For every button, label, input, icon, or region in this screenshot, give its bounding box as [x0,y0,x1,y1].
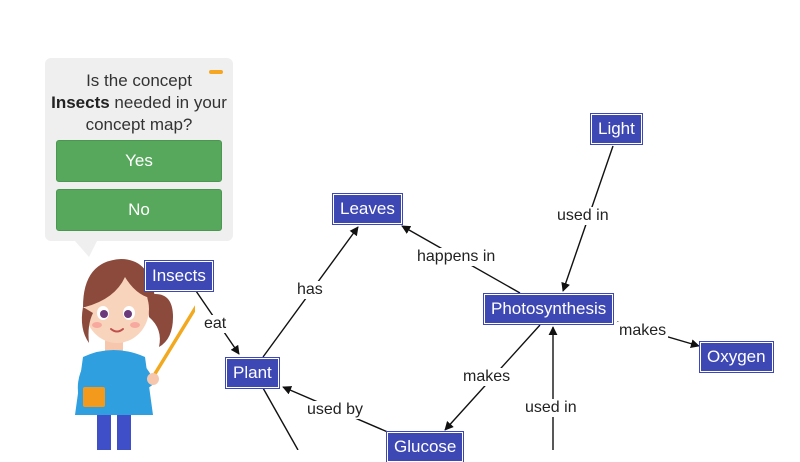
question-after: needed in your concept map? [85,93,227,134]
edge-label-used-by: used by [305,401,366,419]
question-concept: Insects [51,93,110,112]
yes-button[interactable]: Yes [56,140,222,182]
concept-question-popup: Is the concept Insects needed in your co… [45,58,233,257]
popup-question: Is the concept Insects needed in your co… [45,70,233,136]
node-glucose[interactable]: Glucose [387,432,464,462]
edge-label-used-in-glucose: used in [523,399,579,417]
node-plant[interactable]: Plant [226,358,279,388]
edge-label-happens-in: happens in [415,248,498,266]
no-button[interactable]: No [56,189,222,231]
edge-label-makes-glucose: makes [461,368,513,386]
edge-label-used-in-light: used in [555,207,611,225]
minimize-icon[interactable] [209,70,223,74]
popup-tail [75,241,97,257]
edge-label-makes-oxygen: makes [617,322,669,340]
node-oxygen[interactable]: Oxygen [700,342,773,372]
edge-label-has: has [295,281,325,299]
node-light[interactable]: Light [591,114,642,144]
edge-plant-down [262,387,299,450]
node-insects[interactable]: Insects [145,261,213,291]
node-leaves[interactable]: Leaves [333,194,402,224]
question-before: Is the concept [86,71,192,90]
edge-label-eat: eat [202,315,229,333]
node-photosynthesis[interactable]: Photosynthesis [484,294,614,324]
teacher-mascot [75,259,195,450]
